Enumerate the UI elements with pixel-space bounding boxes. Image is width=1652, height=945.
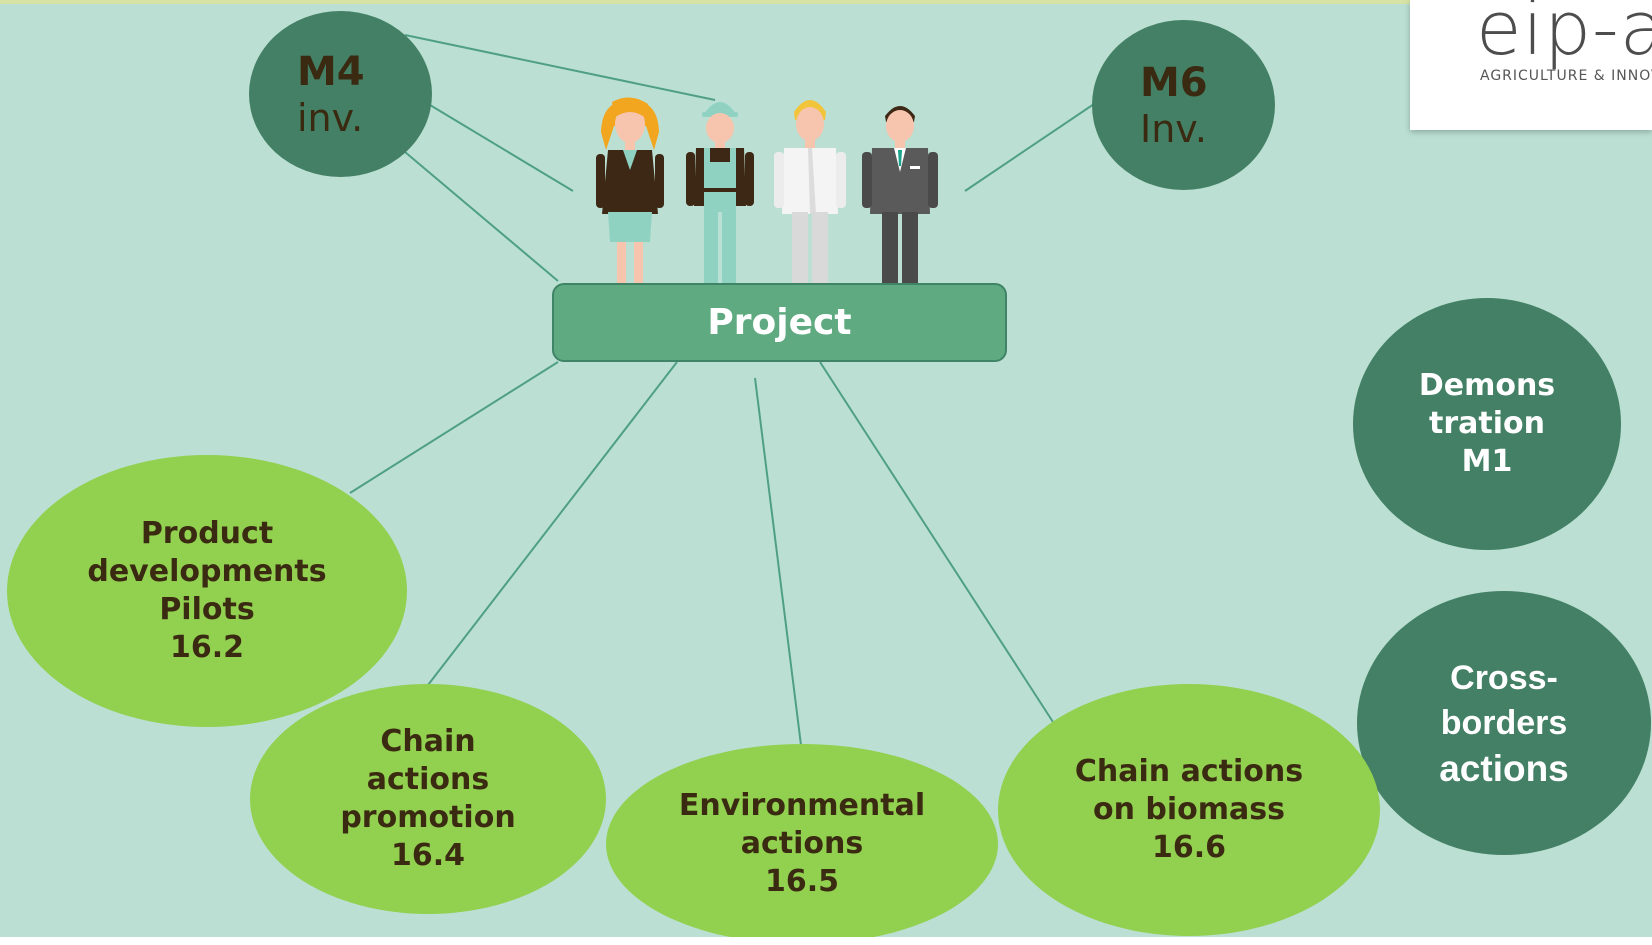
m4-code: M4: [297, 49, 365, 95]
chef-figure-icon: [774, 100, 846, 294]
demonstration-line-3: M1: [1461, 444, 1513, 479]
project-team-figures: [596, 97, 938, 294]
connector-project-promotion: [427, 361, 678, 686]
promotion-line-3: promotion: [340, 800, 516, 835]
m4-sub: inv.: [297, 96, 364, 140]
node-environmental-actions: Environmental actions 16.5: [606, 744, 998, 944]
environmental-line-1: Environmental: [678, 788, 926, 823]
promotion-line-4: 16.4: [390, 838, 466, 873]
node-cross-borders-actions: Cross- borders actions: [1357, 591, 1651, 855]
product-line-1: Product: [140, 516, 274, 551]
promotion-line-1: Chain: [380, 724, 476, 759]
connector-m4-people: [429, 104, 574, 192]
bottom-border-strip: [0, 937, 1652, 945]
promotion-line-2: actions: [366, 762, 490, 797]
m6-code: M6: [1140, 60, 1208, 106]
node-m4-investment: M4 inv.: [249, 11, 432, 177]
eip-agri-logo: eip-ag AGRICULTURE & INNOV: [1410, 0, 1652, 130]
m6-sub: Inv.: [1140, 107, 1207, 151]
environmental-line-3: 16.5: [764, 864, 840, 899]
product-line-2: developments: [87, 554, 327, 589]
environmental-line-2: actions: [740, 826, 864, 861]
node-chain-actions-biomass: Chain actions on biomass 16.6: [998, 684, 1380, 936]
connector-project-environmental: [754, 377, 802, 746]
project-box: Project: [552, 283, 1007, 362]
product-line-3: Pilots: [159, 592, 255, 627]
cross-borders-line-3: actions: [1439, 747, 1569, 789]
cross-borders-line-1: Cross-: [1450, 658, 1558, 697]
node-product-developments: Product developments Pilots 16.2: [7, 455, 407, 727]
node-chain-actions-promotion: Chain actions promotion 16.4: [250, 684, 606, 914]
connector-project-product: [349, 361, 559, 494]
connector-m6-people: [964, 103, 1095, 192]
connector-m4-worker: [404, 34, 716, 101]
worker-figure-icon: [686, 102, 754, 294]
connector-m4-project: [404, 151, 559, 282]
top-border-line: [0, 0, 1652, 4]
project-label: Project: [707, 302, 852, 343]
logo-wordmark: eip-ag: [1476, 0, 1652, 72]
biomass-line-3: 16.6: [1151, 830, 1227, 865]
biomass-line-1: Chain actions: [1074, 754, 1304, 789]
businessman-figure-icon: [862, 106, 938, 294]
logo-tagline: AGRICULTURE & INNOV: [1480, 68, 1652, 84]
demonstration-line-2: tration: [1429, 406, 1545, 441]
product-line-4: 16.2: [169, 630, 245, 665]
cross-borders-line-2: borders: [1440, 703, 1568, 742]
demonstration-line-1: Demons: [1418, 368, 1556, 403]
node-demonstration-m1: Demons tration M1: [1353, 298, 1621, 550]
connector-project-biomass: [819, 361, 1054, 723]
biomass-line-2: on biomass: [1093, 792, 1285, 827]
node-m6-investment: M6 Inv.: [1092, 20, 1275, 190]
woman-figure-icon: [596, 97, 664, 294]
